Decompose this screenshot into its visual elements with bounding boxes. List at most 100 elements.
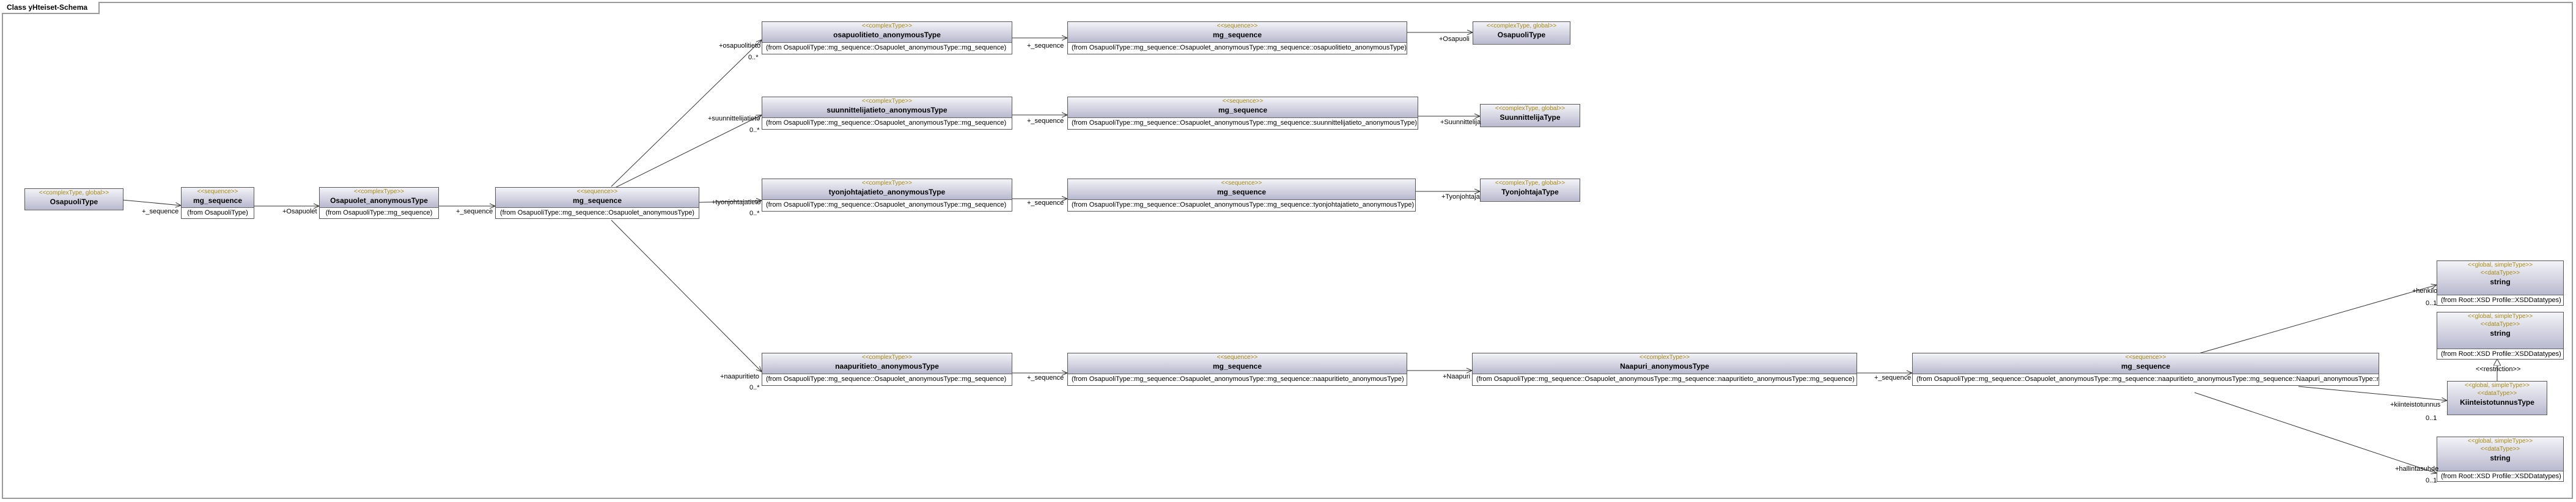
edge-to-tyonjohtajatieto <box>697 201 762 202</box>
multiplicity-hallintasuhde: 0..1 <box>2426 477 2437 484</box>
naapuri-anon-name: Naapuri_anonymousType <box>1620 362 1709 371</box>
mg-sequence-naapuritieto-class[interactable]: <<sequence>> mg_sequence (from OsapuoliT… <box>1067 353 1407 386</box>
naapuritieto-from: (from OsapuoliType::mg_sequence::Osapuol… <box>766 375 1007 383</box>
kiinteistotunnus-stereotype: <<global, simpleType>> <box>2464 382 2530 389</box>
restriction-label: <<restriction>> <box>2476 366 2521 373</box>
mg-sequence-from: (from OsapuoliType::mg_sequence::Osapuol… <box>1072 119 1418 127</box>
naapuri-anon-from: (from OsapuoliType::mg_sequence::Osapuol… <box>1476 375 1855 383</box>
edge-to-naapuritieto <box>611 220 762 372</box>
string-name: string <box>2490 454 2511 462</box>
mg-sequence-from: (from OsapuoliType::mg_sequence::Osapuol… <box>1072 201 1415 209</box>
osapuolitieto-anonymoustype-class[interactable]: <<complexType>> osapuolitieto_anonymousT… <box>762 21 1012 54</box>
kiinteistotunnus-stereotype-datatype: <<dataType>> <box>2477 390 2517 397</box>
multiplicity-kiinteistotunnus: 0..1 <box>2426 415 2437 422</box>
role-label-naapuritieto: +naapuritieto <box>720 373 759 380</box>
diagram-title: Class yHteiset-Schema <box>2 2 100 14</box>
string-stereotype-datatype: <<dataType>> <box>2480 270 2520 276</box>
mg-sequence-stereotype: <<sequence>> <box>1216 23 1258 29</box>
role-label-sequence: +_sequence <box>1027 374 1064 382</box>
multiplicity-suunnittelijatieto: 0..* <box>749 127 760 134</box>
role-label-osapuoli: +Osapuoli <box>1439 35 1470 43</box>
tyonjohtajatieto-name: tyonjohtajatieto_anonymousType <box>828 188 946 196</box>
mg-sequence-from: (from OsapuoliType) <box>187 209 248 216</box>
role-label-sequence: +_sequence <box>1027 117 1064 125</box>
suunnittelijatype-stereotype: <<complexType, global>> <box>1495 105 1566 112</box>
tyonjohtajatieto-stereotype: <<complexType>> <box>861 180 913 186</box>
naapuri-anon-stereotype: <<complexType>> <box>1639 354 1690 361</box>
osapuolitype-stereotype: <<complexType, global>> <box>39 190 109 196</box>
string-stereotype: <<global, simpleType>> <box>2467 262 2533 268</box>
edge-to-suunnittelijatieto <box>611 115 762 190</box>
tyonjohtajatieto-from: (from OsapuoliType::mg_sequence::Osapuol… <box>766 201 1007 209</box>
edge-to-osapuolitieto <box>611 40 762 187</box>
role-label-sequence: +_sequence <box>1874 374 1912 382</box>
role-label-kiinteistotunnus: +kiinteistotunnus <box>2390 401 2441 408</box>
role-label-sequence: +_sequence <box>142 208 179 215</box>
mg-sequence-stereotype: <<sequence>> <box>1216 354 1258 361</box>
osapuolitype-global-stereotype: <<complexType, global>> <box>1486 23 1557 29</box>
kiinteistotunnustype-datatype[interactable]: <<global, simpleType>> <<dataType>> Kiin… <box>2447 381 2547 415</box>
string-datatype-hallintasuhde[interactable]: <<global, simpleType>> <<dataType>> stri… <box>2437 437 2564 482</box>
edge-to-kiinteistotunnus <box>2298 386 2447 400</box>
mg-sequence-osapuolitype-class[interactable]: <<sequence>> mg_sequence (from OsapuoliT… <box>181 187 254 219</box>
string-from: (from Root::XSD Profile::XSDDatatypes) <box>2441 297 2561 304</box>
naapuritieto-anonymoustype-class[interactable]: <<complexType>> naapuritieto_anonymousTy… <box>762 353 1012 386</box>
naapuritieto-stereotype: <<complexType>> <box>861 354 913 361</box>
mg-sequence-naapuri-class[interactable]: <<sequence>> mg_sequence (from OsapuoliT… <box>1912 353 2379 386</box>
mg-sequence-stereotype: <<sequence>> <box>2125 354 2166 361</box>
mg-sequence-from: (from OsapuoliType::mg_sequence::Osapuol… <box>1916 375 2379 383</box>
mg-sequence-name: mg_sequence <box>193 196 243 205</box>
osapuolitype-class[interactable]: <<complexType, global>> OsapuoliType <box>24 188 123 210</box>
mg-sequence-osapuolitieto-class[interactable]: <<sequence>> mg_sequence (from OsapuoliT… <box>1067 21 1407 54</box>
role-label-sequence: +_sequence <box>1027 42 1064 50</box>
edge-to-henkilo-string <box>2194 285 2437 355</box>
string-stereotype-datatype: <<dataType>> <box>2480 446 2520 452</box>
role-label-osapuolet: +Osapuolet <box>282 208 317 215</box>
naapuritieto-name: naapuritieto_anonymousType <box>835 362 939 371</box>
role-label-hallintasuhde: +hallintasuhde <box>2395 465 2439 473</box>
role-label-naapuri: +Naapuri <box>1443 373 1470 380</box>
role-label-tyonjohtajatieto: +tyonjohtajatieto <box>712 199 761 206</box>
mg-sequence-name: mg_sequence <box>1216 188 1267 196</box>
edge-to-hallintasuhde-string <box>2194 392 2437 473</box>
mg-sequence-tyonjohtajatieto-class[interactable]: <<sequence>> mg_sequence (from OsapuoliT… <box>1067 179 1416 212</box>
multiplicity-henkilo: 0..1 <box>2426 300 2437 307</box>
string-datatype-restricted[interactable]: <<global, simpleType>> <<dataType>> stri… <box>2437 312 2564 360</box>
suunnittelijatype-global-class[interactable]: <<complexType, global>> SuunnittelijaTyp… <box>1480 104 1580 127</box>
string-datatype-henkilo[interactable]: <<global, simpleType>> <<dataType>> stri… <box>2437 260 2564 306</box>
osapuolitype-global-name: OsapuoliType <box>1497 31 1546 39</box>
edge-osapuolitype-sequence <box>122 199 181 205</box>
mg-sequence-from: (from OsapuoliType::mg_sequence::Osapuol… <box>500 209 694 216</box>
role-label-sequence: +_sequence <box>1027 199 1064 207</box>
naapuri-anonymoustype-class[interactable]: <<complexType>> Naapuri_anonymousType (f… <box>1472 353 1857 386</box>
role-label-suunnittelija: +Suunnittelija <box>1440 119 1481 126</box>
multiplicity-tyonjohtajatieto: 0..* <box>749 210 760 217</box>
role-label-henkilo: +henkilo <box>2412 287 2438 295</box>
role-label-tyonjohtaja: +Tyonjohtaja <box>1441 193 1480 201</box>
mg-sequence-from: (from OsapuoliType::mg_sequence::Osapuol… <box>1072 44 1407 51</box>
osapuolet-anon-name: Osapuolet_anonymousType <box>330 196 428 205</box>
osapuolitieto-from: (from OsapuoliType::mg_sequence::Osapuol… <box>766 44 1007 51</box>
mg-sequence-stereotype: <<sequence>> <box>576 188 618 195</box>
mg-sequence-name: mg_sequence <box>1218 106 1268 114</box>
osapuolitype-global-class[interactable]: <<complexType, global>> OsapuoliType <box>1473 21 1570 45</box>
tyonjohtajatype-global-class[interactable]: <<complexType, global>> TyonjohtajaType <box>1480 179 1580 202</box>
suunnittelijatype-name: SuunnittelijaType <box>1500 113 1561 122</box>
mg-sequence-name: mg_sequence <box>1212 362 1262 371</box>
kiinteistotunnus-name: KiinteistotunnusType <box>2460 398 2534 407</box>
string-stereotype-datatype: <<dataType>> <box>2480 321 2520 328</box>
mg-sequence-osapuolet-class[interactable]: <<sequence>> mg_sequence (from OsapuoliT… <box>495 187 699 219</box>
osapuolet-anon-from: (from OsapuoliType::mg_sequence) <box>325 209 433 216</box>
mg-sequence-name: mg_sequence <box>2121 362 2171 371</box>
mg-sequence-from: (from OsapuoliType::mg_sequence::Osapuol… <box>1072 375 1404 383</box>
osapuolet-anonymoustype-class[interactable]: <<complexType>> Osapuolet_anonymousType … <box>319 187 439 219</box>
mg-sequence-name: mg_sequence <box>1212 31 1262 39</box>
tyonjohtajatype-stereotype: <<complexType, global>> <box>1495 180 1566 186</box>
osapuolitype-name: OsapuoliType <box>50 197 98 206</box>
mg-sequence-suunnittelijatieto-class[interactable]: <<sequence>> mg_sequence (from OsapuoliT… <box>1067 97 1418 130</box>
suunnittelijatieto-anonymoustype-class[interactable]: <<complexType>> suunnittelijatieto_anony… <box>762 97 1012 130</box>
tyonjohtajatieto-anonymoustype-class[interactable]: <<complexType>> tyonjohtajatieto_anonymo… <box>762 179 1012 212</box>
string-name: string <box>2490 329 2511 338</box>
